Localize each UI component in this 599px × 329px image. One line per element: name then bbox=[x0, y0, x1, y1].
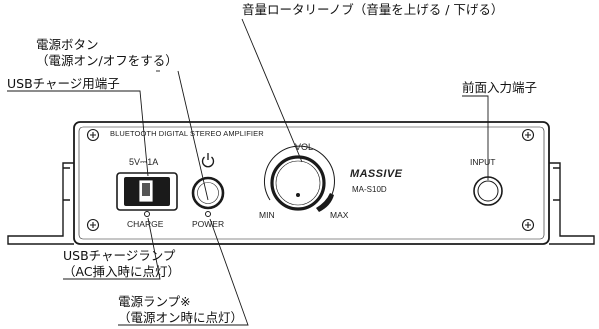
screw-icon bbox=[521, 218, 535, 232]
volume-scale-arc bbox=[263, 145, 335, 205]
panel-usb-rating: 5V⎓1A bbox=[129, 157, 159, 167]
callout-power-button-title: 電源ボタン bbox=[36, 37, 99, 52]
front-panel-inner-edge bbox=[78, 126, 545, 240]
left-bracket bbox=[7, 162, 74, 245]
callout-usb-port: USBチャージ用端子 bbox=[7, 76, 120, 91]
callout-volume-knob: 音量ロータリーノブ（音量を上げる / 下げる） bbox=[242, 2, 504, 17]
panel-model-number: MA-S10D bbox=[352, 185, 387, 194]
usb-charge-port bbox=[116, 172, 178, 211]
callout-usb-lamp-desc: （AC挿入時に点灯） bbox=[63, 264, 181, 279]
volume-knob bbox=[270, 155, 326, 211]
brand-logo: MASSIVE bbox=[350, 168, 403, 180]
panel-max-label: MAX bbox=[330, 210, 349, 220]
panel-input-label: INPUT bbox=[470, 157, 496, 167]
panel-min-label: MIN bbox=[259, 210, 275, 220]
callout-power-button: 電源ボタン （電源オン/オフをする） bbox=[36, 37, 178, 69]
callout-usb-lamp: USBチャージランプ （AC挿入時に点灯） bbox=[63, 248, 180, 280]
leader-lines bbox=[7, 18, 489, 326]
screw-icon bbox=[86, 218, 100, 232]
panel-vol-label: VOL bbox=[295, 142, 314, 152]
power-icon bbox=[201, 153, 215, 168]
screw-icon bbox=[86, 128, 100, 142]
callout-usb-lamp-title: USBチャージランプ bbox=[63, 248, 176, 263]
input-jack bbox=[473, 176, 503, 206]
right-bracket bbox=[549, 162, 595, 245]
panel-power-label: POWER bbox=[192, 219, 225, 229]
power-button bbox=[191, 176, 225, 210]
charge-lamp bbox=[144, 211, 150, 217]
screw-icon bbox=[521, 128, 535, 142]
callout-power-lamp-title: 電源ランプ※ bbox=[118, 294, 191, 309]
callout-power-lamp: 電源ランプ※ （電源オン時に点灯） bbox=[118, 294, 243, 326]
callout-front-input: 前面入力端子 bbox=[462, 80, 538, 95]
volume-scale-wedge bbox=[316, 193, 334, 212]
panel-model-title: BLUETOOTH DIGITAL STEREO AMPLIFIER bbox=[110, 129, 264, 138]
panel-charge-label: CHARGE bbox=[127, 219, 164, 229]
callout-power-button-desc: （電源オン/オフをする） bbox=[36, 53, 178, 68]
callout-power-lamp-desc: （電源オン時に点灯） bbox=[118, 310, 244, 325]
power-lamp bbox=[205, 211, 211, 217]
